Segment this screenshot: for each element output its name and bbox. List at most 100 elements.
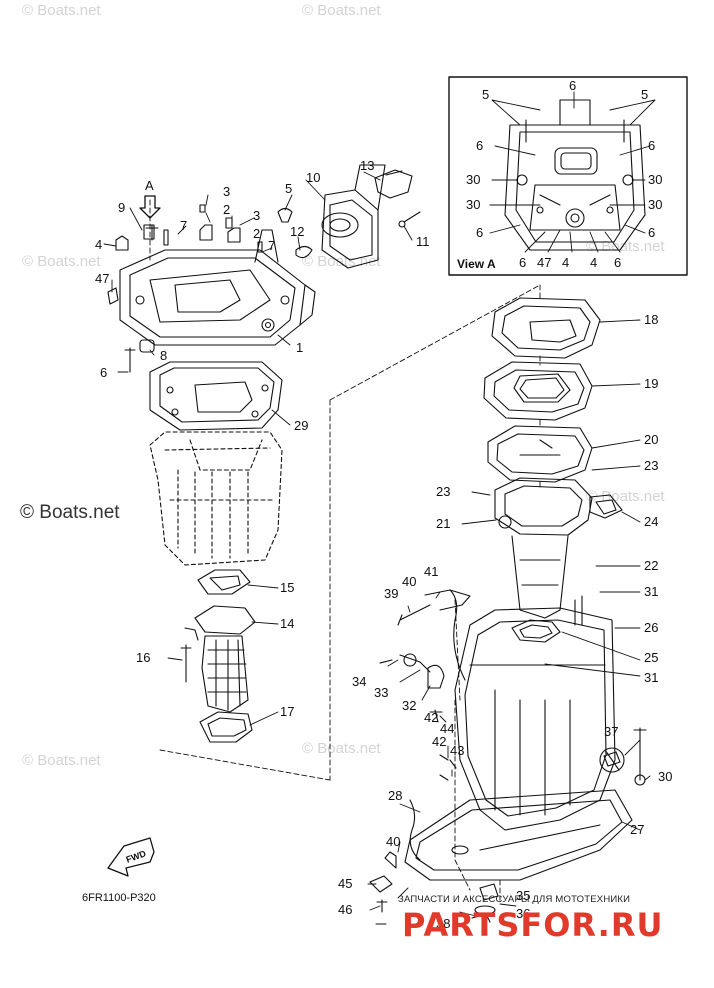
callout-1: 1 bbox=[296, 340, 303, 355]
callout-32: 32 bbox=[402, 698, 416, 713]
upper-casing-drawing bbox=[454, 595, 625, 831]
callout-20: 20 bbox=[644, 432, 658, 447]
callout-31a: 31 bbox=[644, 584, 658, 599]
inset-callout-5a: 5 bbox=[482, 87, 489, 102]
callout-29: 29 bbox=[294, 418, 308, 433]
inset-callout-6e: 6 bbox=[648, 225, 655, 240]
view-a-arrow-icon bbox=[139, 195, 161, 219]
gasket-19-drawing bbox=[483, 361, 593, 421]
callout-9: 9 bbox=[118, 200, 125, 215]
callout-18: 18 bbox=[644, 312, 658, 327]
callout-33: 33 bbox=[374, 685, 388, 700]
callout-17: 17 bbox=[280, 704, 294, 719]
fastener-drawings bbox=[107, 204, 293, 373]
callout-5: 5 bbox=[285, 181, 292, 196]
callout-42a: 42 bbox=[424, 710, 438, 725]
callout-7b: 7 bbox=[268, 238, 275, 253]
callout-44: 44 bbox=[440, 721, 454, 736]
view-marker-label: A bbox=[145, 178, 154, 193]
callout-3b: 3 bbox=[253, 208, 260, 223]
bottom-cowl-27-drawing bbox=[404, 789, 633, 881]
callout-37: 37 bbox=[604, 724, 618, 739]
view-a-title: View A bbox=[457, 257, 496, 271]
inset-callout-47: 47 bbox=[537, 255, 551, 270]
exhaust-guide-21-drawing bbox=[494, 477, 623, 619]
watermark-lower-mid: © Boats.net bbox=[302, 740, 381, 757]
callout-4: 4 bbox=[95, 237, 102, 252]
seal-25-drawing bbox=[511, 619, 561, 643]
callout-23a: 23 bbox=[644, 458, 658, 473]
watermark-mid-left: © Boats.net bbox=[22, 253, 101, 270]
watermark-top-left: © Boats.net bbox=[22, 2, 101, 19]
callout-43: 43 bbox=[450, 743, 464, 758]
callout-40b: 40 bbox=[386, 834, 400, 849]
callout-24: 24 bbox=[644, 514, 658, 529]
callout-10: 10 bbox=[306, 170, 320, 185]
exhaust-cover-drawing bbox=[295, 164, 421, 269]
inset-callout-6c: 6 bbox=[648, 138, 655, 153]
oil-pan-drawing bbox=[149, 431, 283, 566]
callout-30: 30 bbox=[658, 769, 672, 784]
inset-callout-30a: 30 bbox=[466, 172, 480, 187]
callout-13: 13 bbox=[360, 158, 374, 173]
fwd-arrow-icon bbox=[107, 837, 155, 877]
inset-callout-labels: 5 6 5 6 6 30 30 30 30 6 6 6 47 4 4 6 bbox=[466, 78, 662, 270]
exhaust-guide-drawing bbox=[119, 224, 316, 346]
view-a-inset-frame bbox=[448, 76, 688, 276]
hose-fittings-drawing bbox=[369, 589, 647, 923]
watermark-top-right: © Boats.net bbox=[302, 2, 381, 19]
callout-26: 26 bbox=[644, 620, 658, 635]
view-a-housing-drawing bbox=[504, 99, 646, 251]
callout-34: 34 bbox=[352, 674, 366, 689]
inset-callout-30c: 30 bbox=[466, 197, 480, 212]
callout-11: 11 bbox=[416, 234, 430, 249]
callout-16: 16 bbox=[136, 650, 150, 665]
callout-47: 47 bbox=[95, 271, 109, 286]
guide-lines bbox=[149, 199, 541, 781]
callout-23b: 23 bbox=[436, 484, 450, 499]
callout-40a: 40 bbox=[402, 574, 416, 589]
callout-3a: 3 bbox=[223, 184, 230, 199]
callout-19: 19 bbox=[644, 376, 658, 391]
inset-callout-30d: 30 bbox=[648, 197, 662, 212]
callout-leaders bbox=[103, 171, 651, 925]
inset-callout-6f: 6 bbox=[519, 255, 526, 270]
callout-2a: 2 bbox=[223, 202, 230, 217]
callout-38: 38 bbox=[436, 916, 450, 931]
callout-45: 45 bbox=[338, 876, 352, 891]
gasket-18-drawing bbox=[491, 297, 601, 359]
view-a-leader-lines bbox=[489, 91, 656, 253]
callout-28: 28 bbox=[388, 788, 402, 803]
strainer-assembly-drawing bbox=[180, 569, 256, 743]
callout-35: 35 bbox=[516, 888, 530, 903]
inset-callout-6d: 6 bbox=[476, 225, 483, 240]
inset-callout-4a: 4 bbox=[562, 255, 569, 270]
callout-14: 14 bbox=[280, 616, 294, 631]
watermark-lower-left: © Boats.net bbox=[22, 752, 101, 769]
diagram-code: 6FR1100-P320 bbox=[82, 892, 156, 904]
callout-7a: 7 bbox=[180, 218, 187, 233]
callout-36: 36 bbox=[516, 906, 530, 921]
callout-39: 39 bbox=[384, 586, 398, 601]
inset-callout-5b: 5 bbox=[641, 87, 648, 102]
gasket-20-drawing bbox=[487, 425, 593, 483]
shop-tagline: ЗАПЧАСТИ И АКСЕССУАРЫ ДЛЯ МОТОТЕХНИКИ bbox=[398, 894, 631, 905]
callout-6: 6 bbox=[100, 365, 107, 380]
callout-22: 22 bbox=[644, 558, 658, 573]
callout-21: 21 bbox=[436, 516, 450, 531]
callout-42b: 42 bbox=[432, 734, 446, 749]
shop-brand-logo[interactable]: PARTSFOR.RU bbox=[402, 906, 664, 944]
callout-31b: 31 bbox=[644, 670, 658, 685]
inset-callout-6b: 6 bbox=[476, 138, 483, 153]
inset-callout-6g: 6 bbox=[614, 255, 621, 270]
callout-46: 46 bbox=[338, 902, 352, 917]
callout-2b: 2 bbox=[253, 226, 260, 241]
fwd-label: FWD bbox=[125, 848, 148, 865]
callout-27: 27 bbox=[630, 822, 644, 837]
callout-25: 25 bbox=[644, 650, 658, 665]
callout-labels: 3 2 3 2 7 7 5 9 4 47 8 6 1 10 13 12 11 2… bbox=[95, 158, 672, 931]
inset-callout-6a: 6 bbox=[569, 78, 576, 93]
callout-41: 41 bbox=[424, 564, 438, 579]
callout-8: 8 bbox=[160, 348, 167, 363]
